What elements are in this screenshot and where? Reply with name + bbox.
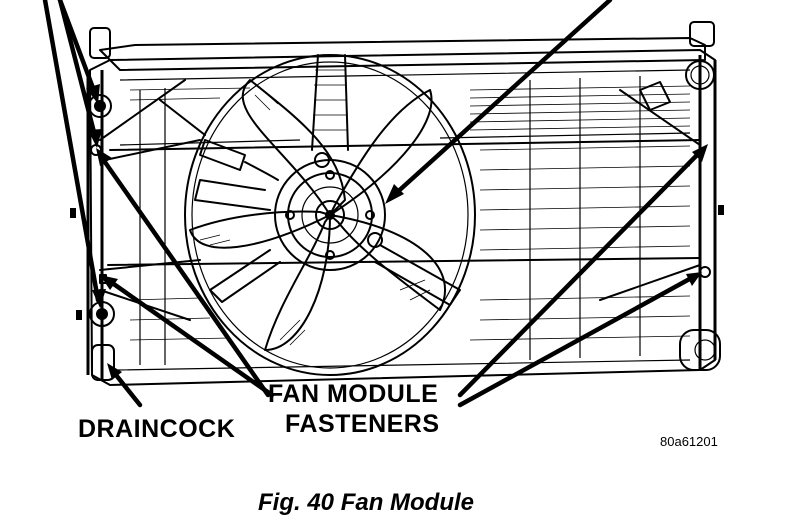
figure-caption: Fig. 40 Fan Module (258, 489, 474, 516)
fan-module-label-line2: FASTENERS (285, 410, 440, 438)
figure-code: 80a61201 (660, 434, 718, 449)
fan-icon (159, 54, 476, 376)
draincock-label: DRAINCOCK (78, 415, 235, 443)
radiator-icon (70, 21, 724, 386)
fan-module-label-line1: FAN MODULE (268, 380, 438, 408)
leader-arrow-icon (42, 0, 708, 408)
